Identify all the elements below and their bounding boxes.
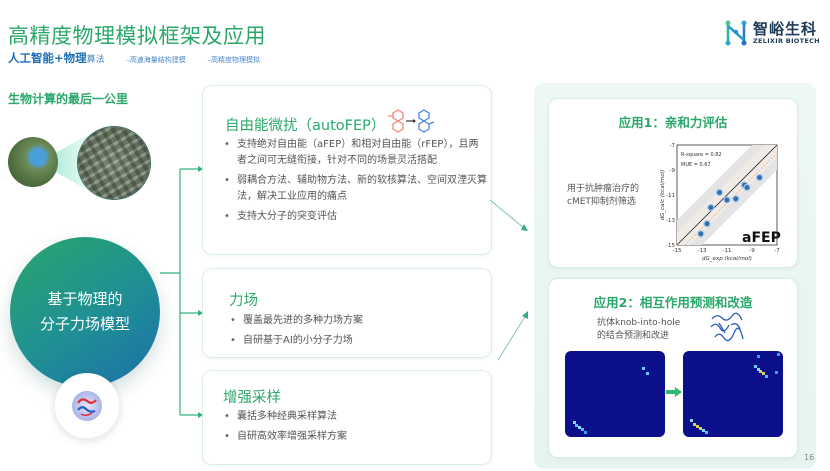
page-subtitle: 人工智能+物理算法 –高速海量结构建模 –高精度物理模拟	[8, 50, 260, 66]
svg-text:-13: -13	[698, 248, 707, 254]
section-heading-last-mile: 生物计算的最后一公里	[8, 92, 129, 106]
app-affinity-title: 应用1：亲和力评估	[618, 115, 728, 130]
plot-mue: MUE = 0.67	[681, 162, 711, 168]
plot-r-square: R-square = 0.82	[681, 152, 722, 158]
svg-text:-7: -7	[774, 248, 780, 254]
desc-line: 用于抗肿瘤治疗的	[567, 184, 640, 194]
core-model-line-2: 分子力场模型	[39, 315, 130, 333]
plot-label-afep: aFEP	[742, 230, 781, 246]
page-number: 16	[804, 453, 815, 462]
app-affinity-desc: 用于抗肿瘤治疗的 cMET抑制剂筛选	[567, 183, 639, 209]
bullet-item: 自研基于AI的小分子力场	[229, 333, 479, 349]
bullet-item: 自研高效率增强采样方案	[223, 429, 473, 445]
card-force-field: 力场 覆盖最先进的多种力场方案 自研基于AI的小分子力场	[202, 268, 492, 358]
svg-text:-11: -11	[666, 193, 675, 199]
subtitle-light: 算法	[86, 55, 105, 65]
card-force-field-bullets: 覆盖最先进的多种力场方案 自研基于AI的小分子力场	[229, 313, 479, 353]
before-after-arrow-icon	[666, 387, 682, 397]
subtitle-strong: 人工智能+物理	[8, 51, 87, 65]
svg-text:-11: -11	[723, 248, 732, 254]
page-title: 高精度物理模拟框架及应用	[8, 24, 266, 48]
desc-line: 的结合预测和改进	[597, 331, 670, 341]
protein-icon-badge	[54, 373, 120, 439]
bullet-item: 覆盖最先进的多种力场方案	[229, 313, 479, 329]
subtitle-tag-1: –高速海量结构建模	[126, 56, 186, 64]
svg-text:-9: -9	[670, 168, 676, 174]
city-aerial-zoom-image	[78, 127, 150, 199]
dna-network-logo-icon	[725, 20, 747, 46]
svg-text:-9: -9	[749, 248, 755, 254]
card-autofep-bullets: 支持绝对自由能（aFEP）和相对自由能（rFEP），且两者之间可无缝衔接，针对不…	[223, 137, 488, 229]
logo-name-en: ZELIXIR BIOTECH	[753, 37, 820, 45]
bullet-item: 囊括多种经典采样算法	[223, 409, 473, 425]
core-model-circle: 基于物理的 分子力场模型	[10, 237, 160, 387]
card-autofep-title: 自由能微扰（autoFEP）	[225, 118, 386, 134]
molecule-transform-icon	[388, 109, 435, 133]
bullet-item: 支持大分子的突变评估	[223, 209, 488, 225]
core-model-line-1: 基于物理的	[47, 290, 123, 308]
desc-line: cMET抑制剂筛选	[567, 197, 636, 207]
svg-text:-7: -7	[670, 143, 676, 149]
svg-text:-13: -13	[666, 218, 675, 224]
card-autofep: 自由能微扰（autoFEP） 支持绝对自由能（aFEP）和相对自由能（rFEP）…	[202, 85, 492, 255]
company-logo: 智峪生科 ZELIXIR BIOTECH	[724, 20, 820, 46]
flow-arrows	[490, 200, 528, 361]
satellite-globe-image	[8, 137, 58, 187]
plot-xlabel: dG_exp (kcal/mol)	[702, 256, 752, 262]
desc-line: 抗体knob-into-hole	[597, 318, 681, 328]
app-interaction-title: 应用2：相互作用预测和改造	[593, 295, 753, 310]
card-enhanced-sampling-bullets: 囊括多种经典采样算法 自研高效率增强采样方案	[223, 409, 473, 449]
protein-ribbon-icon	[72, 391, 102, 421]
bullet-item: 弱耦合方法、辅助物方法、新的软核算法、空间双湮灭算法，解决工业应用的痛点	[223, 173, 488, 205]
card-force-field-title: 力场	[229, 293, 258, 309]
antibody-structure-icon	[710, 312, 744, 342]
app-interaction-desc: 抗体knob-into-hole 的结合预测和改进	[597, 317, 680, 343]
card-enhanced-sampling-title: 增强采样	[223, 390, 281, 406]
bullet-item: 支持绝对自由能（aFEP）和相对自由能（rFEP），且两者之间可无缝衔接，针对不…	[223, 137, 488, 169]
subtitle-tag-2: –高精度物理模拟	[207, 56, 260, 64]
plot-ylabel: dG_calc (kcal/mol)	[660, 170, 666, 221]
contact-map-after	[683, 351, 783, 437]
afep-scatter-plot: R-square = 0.82 MUE = 0.67 aFEP -7 -9 -1…	[660, 143, 781, 262]
card-enhanced-sampling: 增强采样 囊括多种经典采样算法 自研高效率增强采样方案	[202, 370, 492, 465]
logo-name-cn: 智峪生科	[753, 20, 818, 38]
svg-text:-15: -15	[673, 248, 682, 254]
svg-text:-15: -15	[666, 243, 675, 249]
branch-connector	[160, 166, 203, 418]
contact-map-before	[565, 351, 665, 437]
